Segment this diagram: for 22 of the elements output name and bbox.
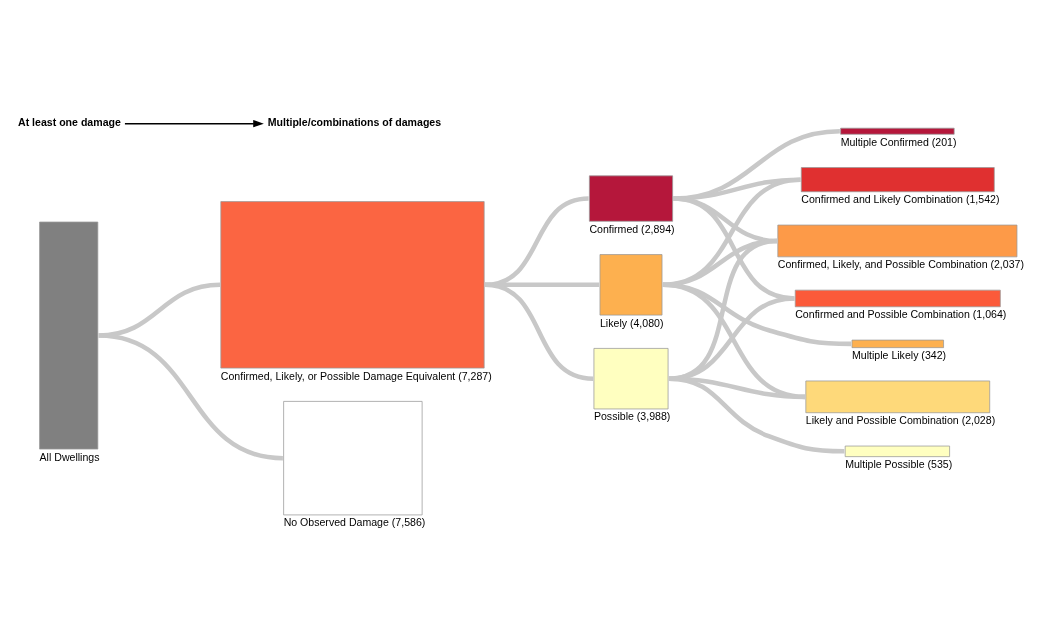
node-label: Multiple Likely (342) [851,348,947,361]
node-label: All Dwellings [39,450,100,463]
connector [662,282,806,399]
node-label: Possible (3,988) [593,409,671,422]
node-label: Confirmed and Likely Combination (1,542) [801,192,1000,205]
node-label: No Observed Damage (7,586) [283,515,426,528]
connector [484,282,594,381]
node-label: Confirmed, Likely, or Possible Damage Equivalent (7,287) [220,369,492,382]
connector [668,375,845,454]
node-label: Confirmed (2,894) [589,222,675,235]
node-label: Likely and Possible Combination (2,028) [805,413,996,426]
node-label: Multiple Possible (535) [845,457,953,470]
connector [662,176,801,287]
connector [98,332,284,460]
node-label: Confirmed, Likely, and Possible Combination (2,037) [777,257,1024,270]
connector [668,375,806,399]
node-text: Multiple/combinations of damages [267,115,442,128]
node-label: Likely (4,080) [599,316,664,329]
arrow [124,119,264,127]
node-text: At least one damage [18,115,121,128]
node-label: Confirmed and Possible Combination (1,064) [795,307,1007,320]
node-label: Multiple Confirmed (201) [840,135,957,148]
